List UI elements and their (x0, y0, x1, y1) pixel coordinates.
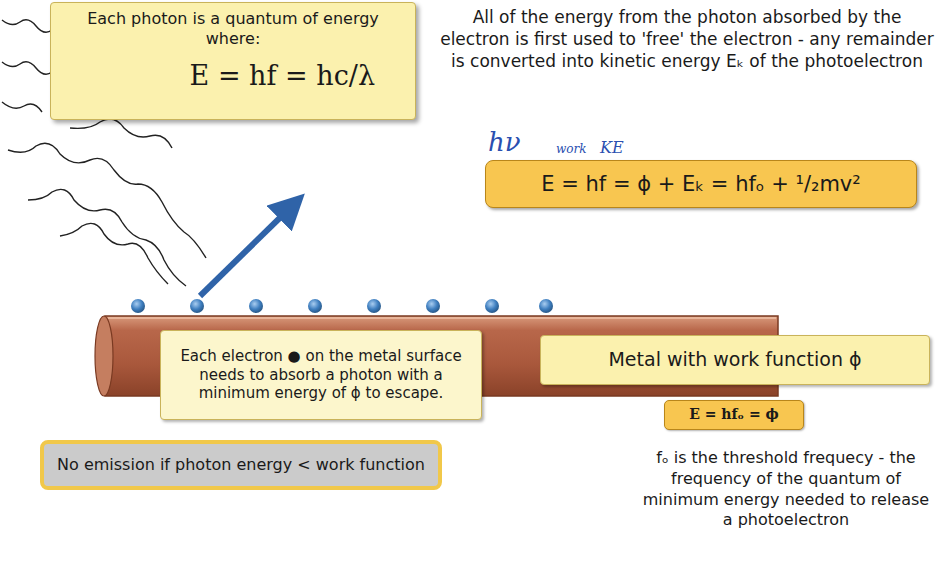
equation-box: E = hf = ϕ + Eₖ = hfₒ + ¹/₂mv² (485, 160, 917, 208)
electron-note-box: Each electron ● on the metal surface nee… (160, 330, 482, 420)
formula-text: E = hf = hc/λ (190, 59, 375, 93)
threshold-note: fₒ is the threshold frequecy - the frequ… (640, 448, 932, 531)
box-text: Each photon is a quantum of energy where… (61, 9, 405, 49)
handwritten-note: hν (488, 128, 548, 158)
handwritten-note: work (556, 143, 600, 157)
electron-dots (131, 299, 553, 313)
handwritten-note: KE (600, 139, 640, 157)
threshold-equation-box: E = hfₒ = ϕ (664, 400, 804, 430)
no-emission-box: No emission if photon energy < work func… (40, 440, 442, 490)
metal-label-box: Metal with work function ϕ (540, 335, 930, 385)
emission-arrow (200, 206, 292, 296)
box-text: No emission if photon energy < work func… (57, 455, 425, 475)
box-text: Metal with work function ϕ (608, 348, 861, 372)
box-text: Each electron ● on the metal surface nee… (169, 347, 473, 403)
energy-explanation: All of the energy from the photon absorb… (440, 6, 934, 72)
box-text: E = hf = ϕ + Eₖ = hfₒ + ¹/₂mv² (541, 171, 860, 197)
photon-callout: Each photon is a quantum of energy where… (50, 2, 416, 120)
box-text: E = hfₒ = ϕ (689, 406, 779, 424)
